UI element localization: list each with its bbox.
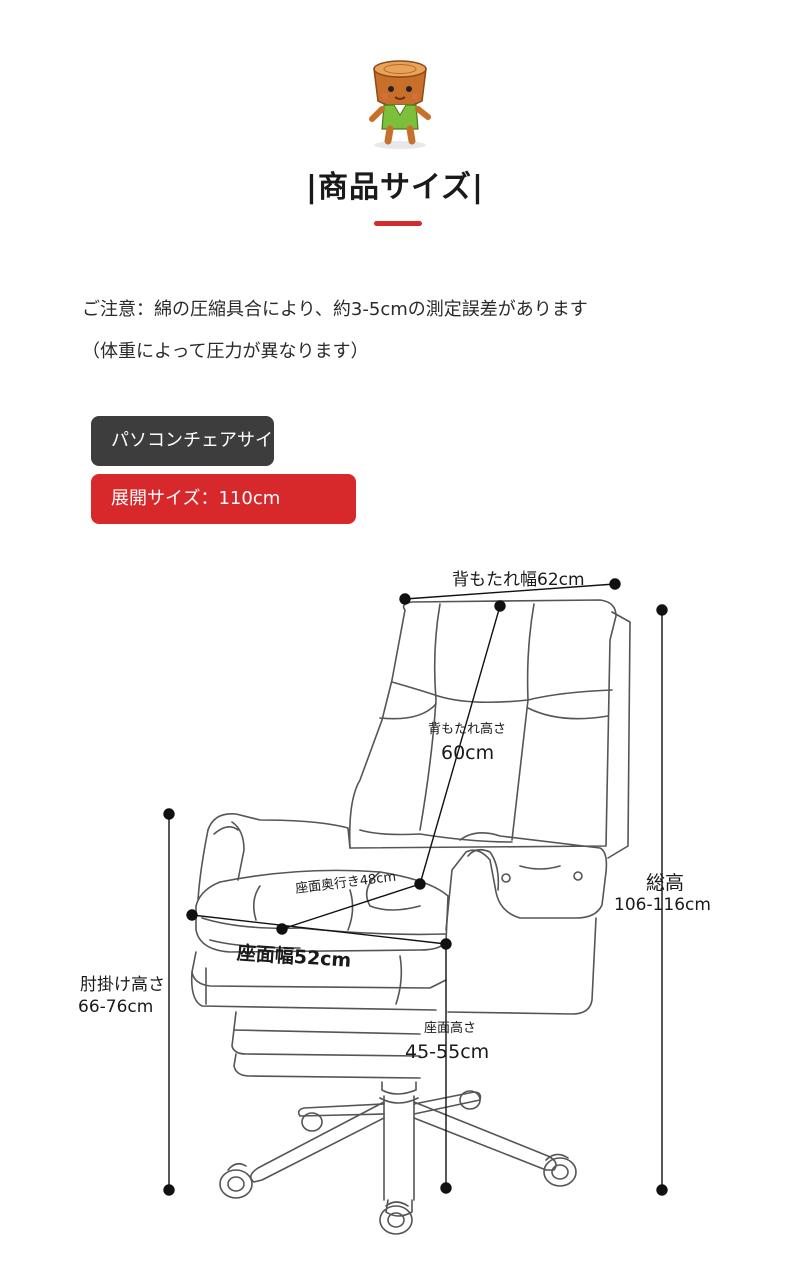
backrest-height-value: 60cm [441,742,495,764]
notice-line-1: ご注意：綿の圧縮具合により、約3-5cmの測定誤差があります [82,299,588,320]
dimension-dot [494,600,506,612]
dimension-dot [609,578,621,590]
tree-stump-mascot-icon [369,60,431,149]
total-height-value: 106-116cm [614,895,711,915]
total-height-label: 総高 [646,872,685,894]
dimension-dot [186,909,198,921]
page-title: |商品サイズ| [305,170,484,205]
armrest-height-label: 肘掛け高さ [80,975,165,995]
seat-height-value: 45-55cm [405,1041,490,1063]
chair-outline [190,599,631,1235]
dimension-dot [440,1182,452,1194]
dimension-dot [163,1184,175,1196]
dimension-dot [656,604,668,616]
armrest-height-value: 66-76cm [78,997,154,1017]
notice-line-2: （体重によって圧力が異なります） [82,341,369,362]
title-underline [374,221,422,226]
dimension-dot [656,1184,668,1196]
backrest-height-label: 背もたれ高さ [428,722,507,737]
seat-height-label: 座面高さ [424,1021,477,1036]
dimension-lines [163,578,668,1196]
product-name-tag: パソコンチェアサイ [91,416,274,466]
dimension-dot [163,808,175,820]
backrest-width-label: 背もたれ幅62cm [452,570,585,590]
expanded-size-tag: 展開サイズ：110cm [91,474,356,524]
dimension-dot [399,593,411,605]
